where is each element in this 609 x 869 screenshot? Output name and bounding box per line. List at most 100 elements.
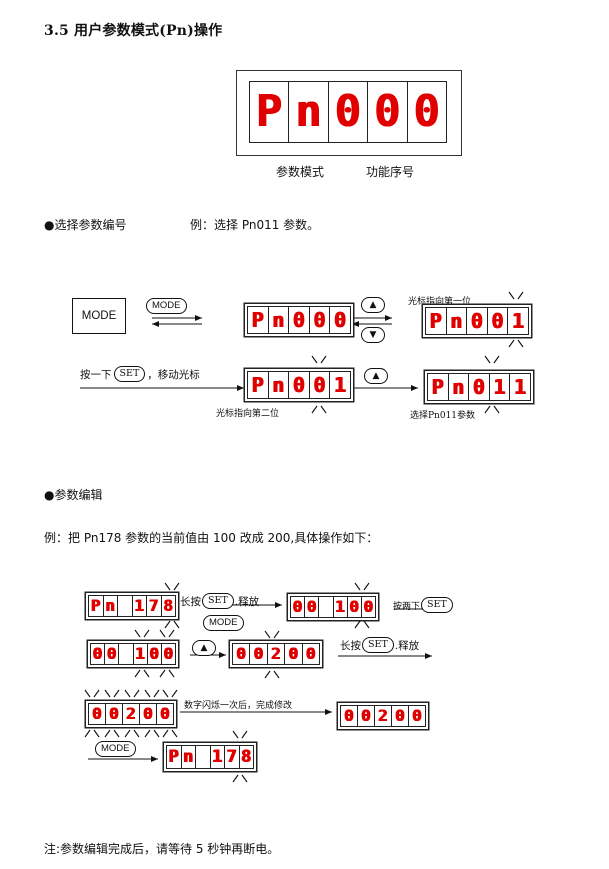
- digit: P: [426, 308, 447, 334]
- display-00100-a: 0 0 1 0 0: [290, 596, 376, 618]
- digit-char: 0: [472, 375, 485, 399]
- digit: 1: [134, 644, 148, 664]
- digit: P: [250, 82, 290, 142]
- move-cursor-label: ，移动光标: [147, 368, 200, 381]
- digit: P: [248, 372, 269, 398]
- digit: 0: [91, 644, 106, 664]
- press-twice-label: 按两下: [393, 601, 421, 612]
- mode-key[interactable]: MODE: [203, 615, 244, 631]
- edit-heading: ●参数编辑: [44, 488, 103, 502]
- digit-char: 2: [271, 644, 281, 663]
- set-key[interactable]: SET: [421, 597, 453, 613]
- up-arrow-key[interactable]: ▲: [361, 297, 385, 313]
- display-pn000: P n 0 0 0: [247, 306, 351, 334]
- digit: 0: [469, 374, 490, 400]
- digit: 0: [285, 644, 303, 664]
- display-pn178-b: P n 1 7 8: [166, 745, 254, 769]
- mode-key[interactable]: MODE: [146, 298, 187, 314]
- digit: 0: [310, 372, 331, 398]
- footer-note: 注:参数编辑完成后，请等待 5 秒钟再断电。: [44, 842, 280, 856]
- digit: 0: [233, 644, 251, 664]
- digit-char: 0: [306, 597, 317, 616]
- long-press-instruction: 长按 SET .释放: [180, 593, 259, 609]
- digit: 0: [250, 644, 268, 664]
- digit: [118, 596, 133, 616]
- digit-char: 1: [335, 597, 345, 616]
- up-icon: ▲: [369, 299, 377, 310]
- long-press-label: 长按: [340, 639, 361, 652]
- set-key[interactable]: SET: [113, 366, 146, 382]
- digit: 1: [133, 596, 147, 616]
- digit: P: [248, 307, 269, 333]
- up-arrow-key[interactable]: ▲: [364, 368, 388, 384]
- digit: P: [89, 596, 104, 616]
- digit-char: 0: [143, 704, 153, 723]
- display-00200-c: 0 0 2 0 0: [340, 705, 426, 727]
- caption-mode: 参数模式: [276, 165, 325, 179]
- digit: 1: [508, 308, 528, 334]
- digit-char: 0: [470, 309, 483, 333]
- digit: n: [269, 372, 290, 398]
- edit-example: 例：把 Pn178 参数的当前值由 100 改成 200,具体操作如下：: [44, 531, 379, 545]
- digit: 0: [289, 372, 310, 398]
- digit: 7: [225, 746, 240, 768]
- digit-char: n: [272, 308, 285, 332]
- long-press-instruction-2: 长按 SET .释放: [340, 637, 419, 653]
- digit: [196, 746, 211, 768]
- digit-char: 0: [413, 86, 441, 137]
- digit-char: 1: [512, 309, 525, 333]
- digit-char: 8: [241, 746, 252, 767]
- digit: [319, 597, 334, 617]
- caption-index: 功能序号: [366, 165, 415, 179]
- digit-char: 2: [126, 704, 136, 723]
- digit-char: 0: [106, 644, 117, 663]
- digit-char: 0: [149, 644, 160, 663]
- set-key[interactable]: SET: [362, 637, 394, 653]
- digit-char: n: [272, 373, 285, 397]
- digit-char: P: [168, 746, 179, 767]
- cursor-second-label: 光标指向第二位: [216, 409, 280, 419]
- digit: n: [104, 596, 118, 616]
- digit-char: 0: [163, 644, 174, 663]
- digit-char: P: [429, 309, 442, 333]
- set-key[interactable]: SET: [202, 593, 234, 609]
- digit-char: 0: [491, 309, 504, 333]
- digit-char: n: [105, 596, 116, 615]
- display-pn178-a: P n 1 7 8: [88, 595, 176, 617]
- digit-char: 0: [292, 308, 305, 332]
- digit-char: 1: [134, 596, 145, 615]
- display-pn001-a: P n 0 0 1: [425, 307, 529, 335]
- digit-char: 1: [493, 375, 506, 399]
- digit: 0: [408, 82, 446, 142]
- digit: P: [167, 746, 182, 768]
- digit: 0: [330, 307, 350, 333]
- digit-char: 8: [163, 596, 174, 615]
- digit-char: 1: [212, 746, 223, 767]
- digit: 8: [240, 746, 254, 768]
- digit-char: 0: [395, 706, 405, 725]
- mode-key-box[interactable]: MODE: [72, 298, 126, 334]
- digit-char: 0: [109, 704, 119, 723]
- release-label: .释放: [394, 639, 420, 652]
- press-set-instruction: 按一下 SET ，移动光标: [80, 366, 200, 382]
- digit: 2: [268, 644, 286, 664]
- up-arrow-key[interactable]: ▲: [192, 640, 216, 656]
- digit: 7: [147, 596, 162, 616]
- digit: 0: [157, 704, 173, 724]
- digit: 0: [348, 597, 362, 617]
- digit: 1: [211, 746, 225, 768]
- display-00100-b: 0 0 1 0 0: [90, 643, 176, 665]
- digit-char: 0: [361, 706, 371, 725]
- digit-char: 0: [363, 597, 374, 616]
- digit: 1: [510, 374, 530, 400]
- digit: [119, 644, 134, 664]
- select-heading: ●选择参数编号: [44, 218, 127, 232]
- down-arrow-key[interactable]: ▼: [361, 327, 385, 343]
- display-pn001-b: P n 0 0 1: [247, 371, 351, 399]
- section-title: 3.5 用户参数模式(Pn)操作: [44, 23, 223, 39]
- main-display: P n 0 0 0: [249, 81, 447, 143]
- digit: 0: [140, 704, 157, 724]
- digit-char: 7: [148, 596, 159, 615]
- digit: 0: [305, 597, 320, 617]
- mode-key[interactable]: MODE: [95, 741, 136, 757]
